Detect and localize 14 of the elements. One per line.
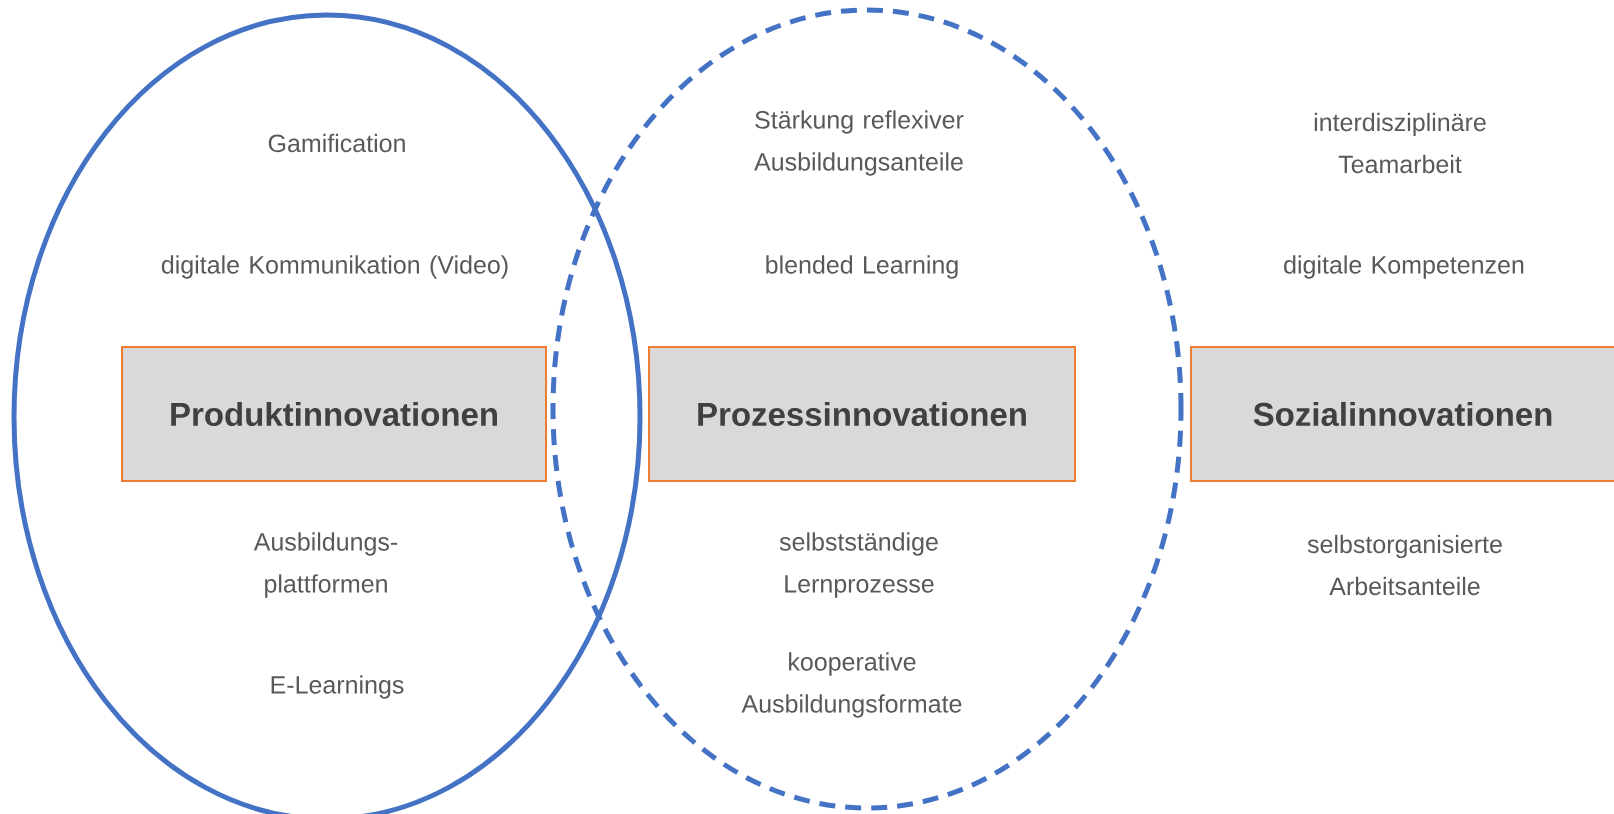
ellipse-text: digitale Kommunikation (Video) [161, 255, 508, 279]
ellipse-text: Ausbildungs- plattformen [253, 532, 398, 598]
category-box: Sozialinnovationen [1190, 346, 1614, 482]
category-box: Produktinnovationen [121, 346, 547, 482]
category-box: Prozessinnovationen [648, 346, 1076, 482]
ellipse-text: blended Learning [766, 255, 958, 279]
ellipse-text: Stärkung reflexiver Ausbildungsanteile [754, 110, 964, 176]
ellipse-text: E-Learnings [271, 675, 404, 699]
ellipse-text: selbstständige Lernprozesse [779, 532, 938, 598]
label: selbstorganisierte Arbeitsanteile [1307, 534, 1502, 596]
ellipse-text: Gamification [268, 133, 405, 153]
ellipse-text: kooperative Ausbildungsformate [741, 652, 962, 718]
label: interdisziplinäre Teamarbeit [1314, 112, 1486, 174]
label: digitale Kompetenzen [1284, 255, 1524, 279]
